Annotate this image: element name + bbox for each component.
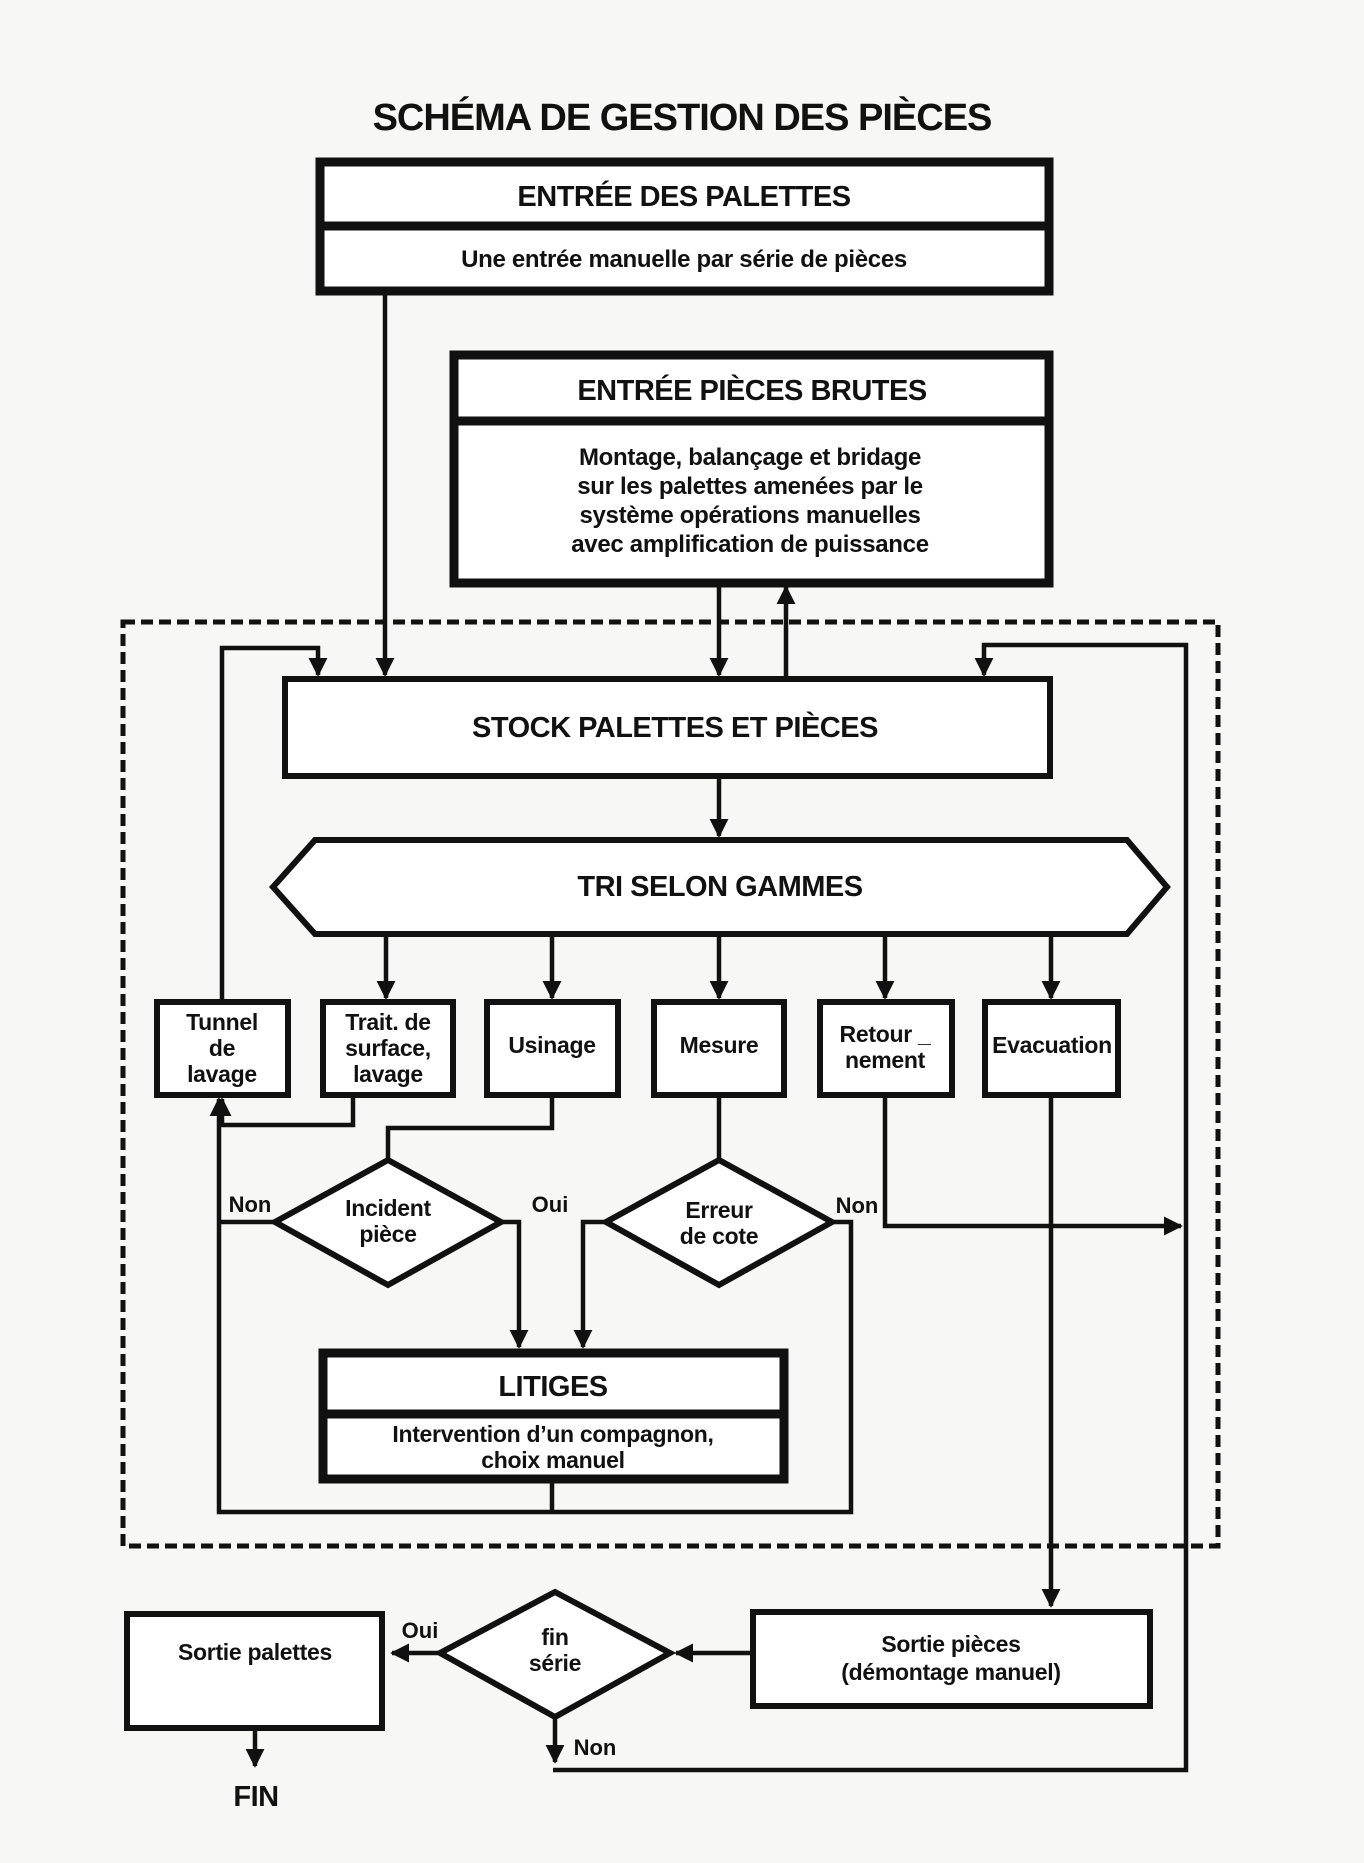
sortie-pieces-line: (démontage manuel): [841, 1659, 1061, 1685]
system-boundary: [120, 619, 1221, 1549]
fin-serie-decision: fin série: [433, 1588, 677, 1721]
incident-line: pièce: [359, 1221, 416, 1247]
arrow-erreur-to-litiges: [573, 1219, 606, 1349]
fin-serie-line: série: [529, 1650, 581, 1676]
op-mesure-label: Mesure: [680, 1032, 759, 1058]
fin-serie-yes-label: Oui: [402, 1618, 439, 1643]
fin-serie-line: fin: [541, 1624, 568, 1650]
op-tunnel-line: de: [209, 1035, 235, 1061]
entree-pieces-brutes-line: système opérations manuelles: [579, 502, 920, 529]
op-retournement: Retour _ nement: [817, 999, 955, 1098]
sortie-pieces-line: Sortie pièces: [881, 1631, 1020, 1657]
arrow-return-loop-to-stock: [553, 642, 1189, 1773]
litiges-line: choix manuel: [481, 1447, 624, 1473]
erreur-cote-decision: Erreur de cote: [599, 1156, 839, 1289]
incident-line: Incident: [345, 1195, 431, 1221]
incident-no-label: Non: [229, 1192, 272, 1217]
tri-label: TRI SELON GAMMES: [577, 871, 862, 903]
entree-palettes-header: ENTRÉE DES PALETTES: [517, 179, 850, 213]
stock-label: STOCK PALETTES ET PIÈCES: [472, 710, 878, 744]
op-traitement-line: lavage: [353, 1061, 423, 1087]
op-traitement-line: Trait. de: [345, 1009, 431, 1035]
arrow-retournement-to-return: [882, 1097, 1183, 1236]
arrow-traitement-to-tunnel: [212, 1097, 356, 1128]
op-retournement-line: nement: [845, 1047, 926, 1073]
arrow-tunnel-to-stock: [219, 645, 328, 1000]
op-traitement-surface: Trait. de surface, lavage: [320, 999, 456, 1098]
sortie-palettes-box: Sortie palettes: [124, 1611, 385, 1731]
op-tunnel-lavage: Tunnel de lavage: [154, 999, 291, 1098]
op-mesure: Mesure: [651, 999, 787, 1098]
entree-palettes-box: ENTRÉE DES PALETTES Une entrée manuelle …: [315, 157, 1054, 296]
litiges-header: LITIGES: [498, 1371, 607, 1403]
tri-hexagon: TRI SELON GAMMES: [268, 837, 1171, 937]
op-usinage: Usinage: [484, 999, 621, 1098]
entree-pieces-brutes-line: avec amplification de puissance: [571, 531, 929, 558]
entree-pieces-brutes-header: ENTRÉE PIÈCES BRUTES: [577, 373, 926, 407]
incident-piece-decision: Incident pièce: [268, 1156, 508, 1289]
op-usinage-label: Usinage: [508, 1032, 595, 1058]
stock-box: STOCK PALETTES ET PIÈCES: [282, 676, 1053, 779]
entree-pieces-brutes-box: ENTRÉE PIÈCES BRUTES Montage, balançage …: [449, 350, 1054, 588]
fin-label: FIN: [233, 1781, 278, 1813]
fin-serie-no-label: Non: [574, 1735, 617, 1760]
incident-yes-label: Oui: [532, 1192, 569, 1217]
litiges-line: Intervention d’un compagnon,: [392, 1421, 713, 1447]
erreur-line: de cote: [680, 1223, 758, 1249]
entree-palettes-body: Une entrée manuelle par série de pièces: [461, 246, 907, 273]
op-tunnel-line: lavage: [187, 1061, 257, 1087]
litiges-box: LITIGES Intervention d’un compagnon, cho…: [318, 1348, 789, 1484]
op-tunnel-line: Tunnel: [186, 1009, 258, 1035]
arrow-incident-oui-to-litiges: [501, 1219, 529, 1349]
entree-pieces-brutes-line: sur les palettes amenées par le: [577, 473, 923, 500]
sortie-pieces-box: Sortie pièces (démontage manuel): [750, 1609, 1153, 1709]
op-evacuation: Evacuation: [982, 999, 1121, 1098]
op-traitement-line: surface,: [345, 1035, 431, 1061]
line-erreur-non: [209, 1097, 854, 1515]
line-usinage-to-incident: [385, 1097, 555, 1160]
op-retournement-line: Retour _: [840, 1021, 931, 1047]
entree-pieces-brutes-line: Montage, balançage et bridage: [579, 444, 921, 471]
erreur-line: Erreur: [685, 1197, 753, 1223]
sortie-palettes-label: Sortie palettes: [178, 1639, 332, 1665]
op-evacuation-label: Evacuation: [992, 1032, 1112, 1058]
diagram-title: SCHÉMA DE GESTION DES PIÈCES: [373, 95, 992, 139]
erreur-no-label: Non: [836, 1193, 879, 1218]
